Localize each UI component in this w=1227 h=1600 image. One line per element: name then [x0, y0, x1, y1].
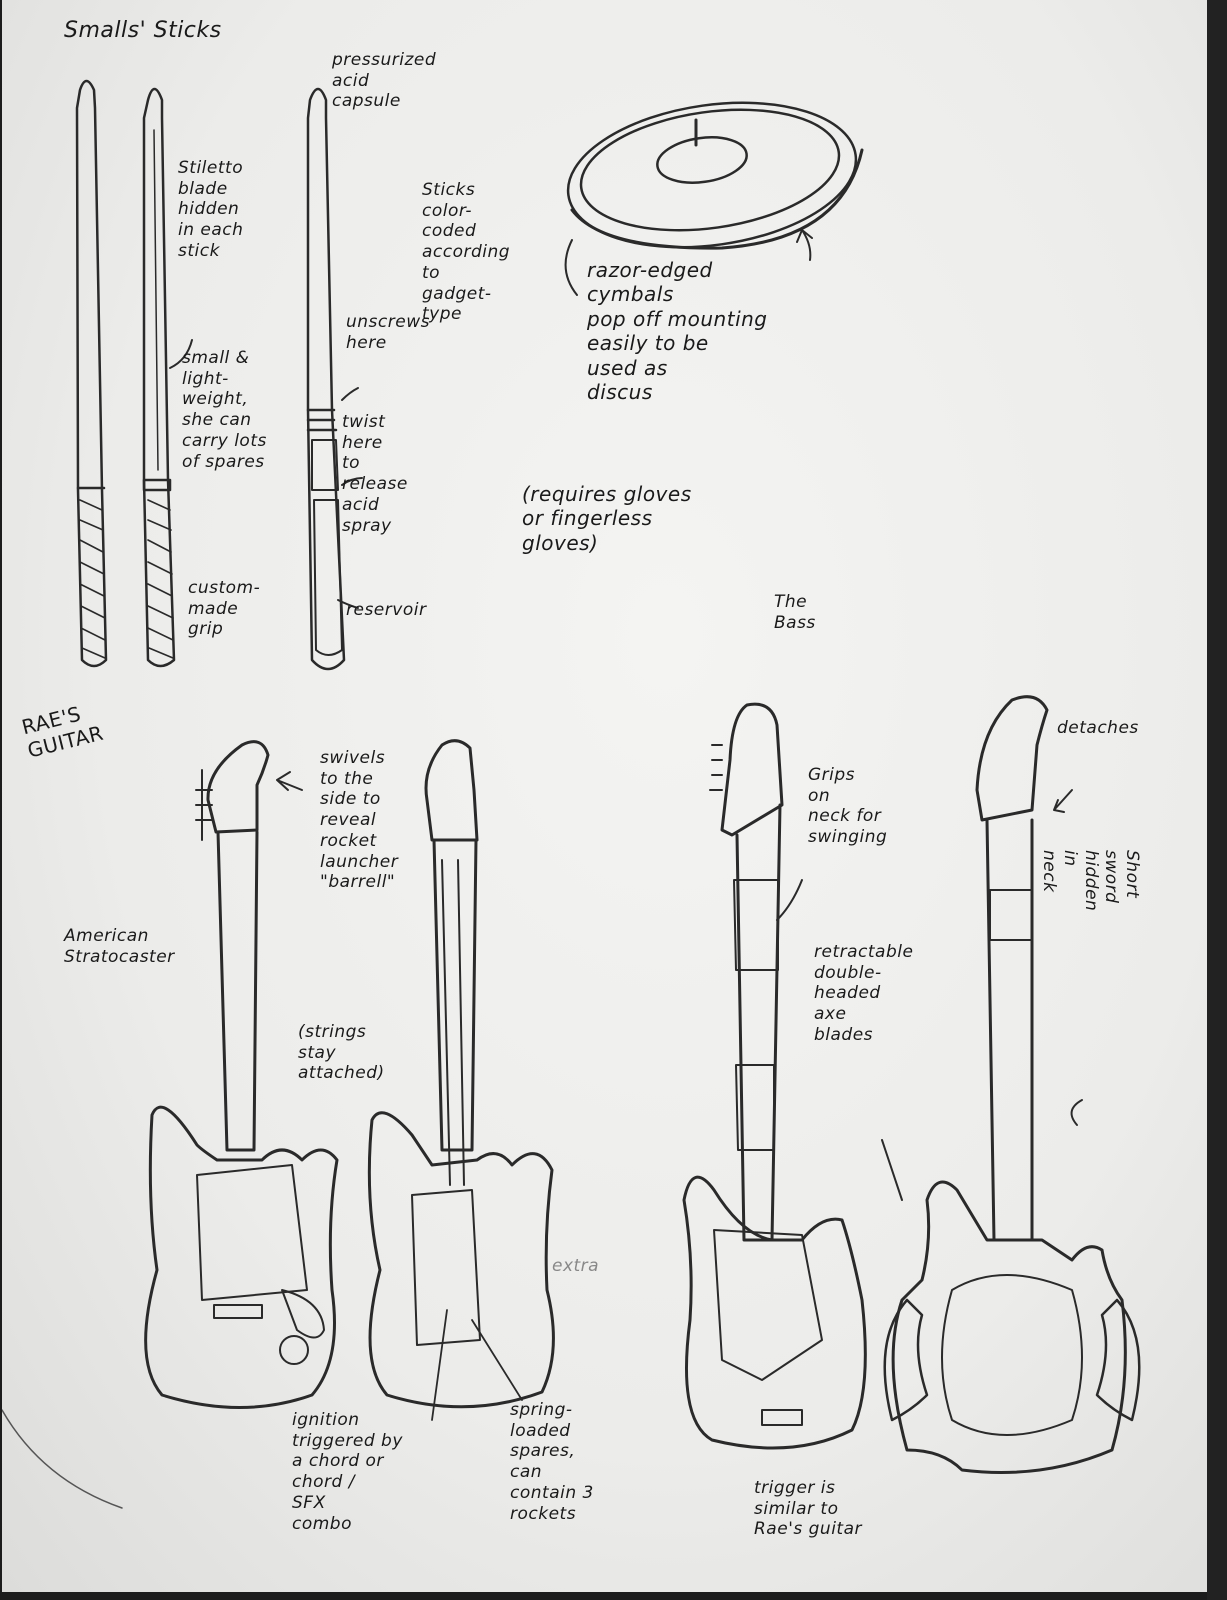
note-razor-cymbals: razor-edged cymbals pop off mounting eas… [587, 258, 768, 404]
sketchbook-page: Smalls' Sticks pressurized acid capsule … [2, 0, 1207, 1592]
bass-axe-grip-icon [682, 702, 867, 1450]
cymbal-icon [564, 101, 864, 296]
bass-sword-axe-icon [881, 695, 1141, 1474]
note-detaches: detaches [1057, 718, 1139, 738]
note-sticks-color-coded: Sticks color- coded according to gadget-… [422, 180, 511, 325]
sketch-drawings [2, 79, 1141, 1509]
note-reservoir: reservoir [346, 600, 427, 620]
note-ignition: ignition triggered by a chord or chord /… [292, 1410, 403, 1534]
note-twist-release: twist here to release acid spray [342, 412, 408, 536]
page-edge-shadow [1207, 0, 1227, 1600]
drumstick-acid-icon [306, 87, 363, 671]
note-the-bass: The Bass [774, 592, 816, 633]
note-custom-grip: custom- made grip [188, 578, 261, 640]
note-swivels-launcher: swivels to the side to reveal rocket lau… [320, 748, 399, 893]
note-trigger-similar: trigger is similar to Rae's guitar [754, 1478, 862, 1540]
drumstick-stiletto-icon [142, 87, 193, 668]
note-pressurized-acid: pressurized acid capsule [332, 50, 437, 112]
drumstick-plain-icon [75, 79, 108, 668]
note-american-stratocaster: American Stratocaster [64, 926, 175, 967]
page-title: Smalls' Sticks [64, 18, 222, 43]
note-spring-loaded: spring- loaded spares, can contain 3 roc… [510, 1400, 594, 1524]
note-extra: extra [552, 1256, 600, 1276]
note-unscrews: unscrews here [346, 312, 430, 353]
note-stiletto-blade: Stiletto blade hidden in each stick [178, 158, 244, 261]
page-curl-line [2, 1409, 123, 1509]
guitar-stratocaster-icon [144, 740, 339, 1409]
note-retractable-axe: retractable double- headed axe blades [814, 942, 914, 1045]
guitar-rocket-icon [367, 739, 555, 1421]
note-short-sword: Short sword hidden in neck [1039, 850, 1142, 912]
note-grips-neck: Grips on neck for swinging [808, 765, 888, 848]
note-small-lightweight: small & light- weight, she can carry lot… [182, 348, 267, 472]
note-requires-gloves: (requires gloves or fingerless gloves) [522, 482, 692, 555]
note-strings-attached: (strings stay attached) [298, 1022, 385, 1084]
